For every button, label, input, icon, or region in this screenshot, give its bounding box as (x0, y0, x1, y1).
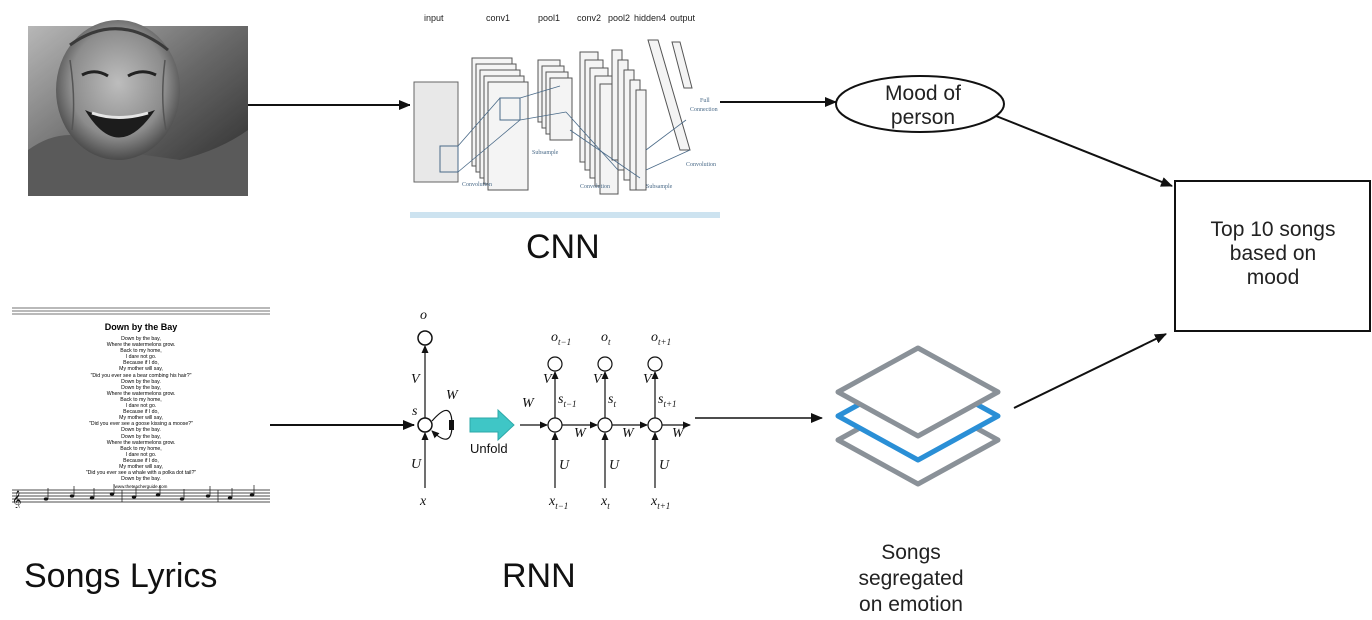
arrow-mood-to-top (995, 115, 1173, 187)
lyric-line: Down by the bay. (121, 378, 161, 385)
seg-line-2: segregated (858, 567, 964, 590)
lyric-line: Because if I do, (123, 457, 159, 464)
rnn-label: RNN (502, 557, 576, 595)
rnn-w-2-label: W (622, 426, 634, 441)
seg-line-1: Songs (881, 541, 941, 564)
lyrics-title: Down by the Bay (104, 322, 178, 332)
lyric-line: I dare not go. (125, 451, 157, 458)
lyric-line: Because if I do, (123, 360, 159, 367)
cnn-convolution-label-1: Convolution (462, 182, 493, 188)
lyrics-sheet: 𝄞 Down by the Bay Down by the bay, Where… (12, 306, 270, 508)
mood-line-2: person (890, 106, 956, 129)
rnn-w-3-label: W (672, 426, 684, 441)
rnn-w-label: W (446, 388, 458, 403)
cnn-connection-label: Connection (690, 107, 718, 113)
arrow-layers-to-top (1013, 333, 1167, 409)
lyric-line: "Did you ever see a whale with a polka d… (85, 470, 197, 477)
cnn-conv1-label: conv1 (486, 13, 511, 23)
cnn-convolution-label-3: Convolution (686, 162, 717, 168)
lyrics-lines: Down by the bay, Where the watermelons g… (12, 336, 270, 482)
lyric-line: Back to my home, (120, 445, 162, 452)
lyric-line: My mother will say, (119, 415, 163, 422)
mood-line-1: Mood of (885, 82, 961, 105)
rnn-u-label: U (411, 457, 422, 472)
lyric-line: "Did you ever see a bear combing his hai… (90, 372, 192, 379)
lyric-line: My mother will say, (119, 366, 163, 373)
top-songs-text: Top 10 songs based on mood (1176, 218, 1370, 290)
rnn-x-tplus: xt+1 (651, 494, 671, 511)
rnn-v-label: V (411, 372, 420, 387)
lyric-line: Back to my home, (120, 348, 162, 355)
cnn-conv2-label: conv2 (577, 13, 602, 23)
cnn-label: CNN (526, 228, 600, 266)
rnn-s-t: st (608, 392, 616, 409)
rnn-w-1-label: W (574, 426, 586, 441)
person-photo (28, 20, 248, 196)
top-songs-box (1174, 180, 1371, 332)
lyric-line: Down by the bay, (121, 336, 161, 342)
rnn-o-tplus: ot+1 (651, 330, 672, 347)
lyric-line: Down by the bay. (121, 427, 161, 434)
mood-of-person-text: Mood of person (838, 82, 1008, 130)
unfold-label: Unfold (470, 441, 508, 456)
rnn-u-1: U (559, 458, 570, 473)
lyric-line: Down by the bay, (121, 433, 161, 440)
lyric-line: Down by the bay, (121, 384, 161, 391)
lyric-line: Back to my home, (120, 396, 162, 403)
cnn-output-label: output (670, 13, 696, 23)
rnn-illustration (417, 330, 691, 488)
songs-lyrics-label: Songs Lyrics (24, 557, 218, 595)
svg-text:𝄞: 𝄞 (12, 490, 21, 508)
cnn-hidden4-label: hidden4 (634, 13, 667, 23)
lyrics-sheet-lines: 𝄞 (12, 307, 270, 508)
rnn-x-tminus: xt−1 (549, 494, 569, 511)
lyric-line: Down by the bay. (121, 476, 161, 483)
rnn-x-t: xt (601, 494, 610, 511)
rnn-s-tminus: st−1 (558, 392, 577, 409)
lyric-line: I dare not go. (125, 403, 157, 410)
rnn-o-label: o (420, 308, 427, 323)
lyric-line: My mother will say, (119, 463, 163, 470)
cnn-subsample-label-2: Subsample (646, 184, 673, 190)
lyrics-url: www.theteacherguide.com (114, 484, 168, 489)
rnn-u-2: U (609, 458, 620, 473)
lyric-line: I dare not go. (125, 354, 157, 361)
cnn-subsample-label-1: Subsample (532, 150, 559, 156)
cnn-input-label: input (424, 13, 444, 23)
lyric-line: "Did you ever see a goose kissing a moos… (88, 421, 194, 428)
rnn-o-tminus: ot−1 (551, 330, 572, 347)
seg-line-3: on emotion (859, 593, 963, 616)
top-songs-line-3: mood (1246, 266, 1300, 289)
rnn-o-t: ot (601, 330, 611, 347)
rnn-x-label: x (420, 494, 427, 509)
lyric-line: Where the watermelons grow. (106, 390, 176, 397)
cnn-pool2-label: pool2 (608, 13, 631, 23)
rnn-s-label: s (412, 404, 418, 419)
cnn-pool1-label: pool1 (538, 13, 561, 23)
rnn-u-3: U (659, 458, 670, 473)
rnn-v-1: V (543, 372, 552, 387)
mood-ellipse (835, 75, 1005, 133)
cnn-full-label: Full (700, 98, 710, 104)
rnn-s-tplus: st+1 (658, 392, 677, 409)
rnn-v-2: V (593, 372, 602, 387)
rnn-v-3: V (643, 372, 652, 387)
lyric-line: Because if I do, (123, 409, 159, 416)
lyric-line: Where the watermelons grow. (106, 342, 176, 349)
lyric-line: Where the watermelons grow. (106, 439, 176, 446)
rnn-w-input-label: W (522, 396, 534, 411)
songs-segregated-text: Songs segregated on emotion (826, 540, 996, 618)
cnn-illustration (410, 0, 720, 218)
top-songs-line-2: based on (1229, 242, 1317, 265)
layers-stack-icon (835, 345, 1001, 487)
top-songs-line-1: Top 10 songs (1210, 218, 1336, 241)
cnn-convolution-label-2: Convolution (580, 184, 611, 190)
